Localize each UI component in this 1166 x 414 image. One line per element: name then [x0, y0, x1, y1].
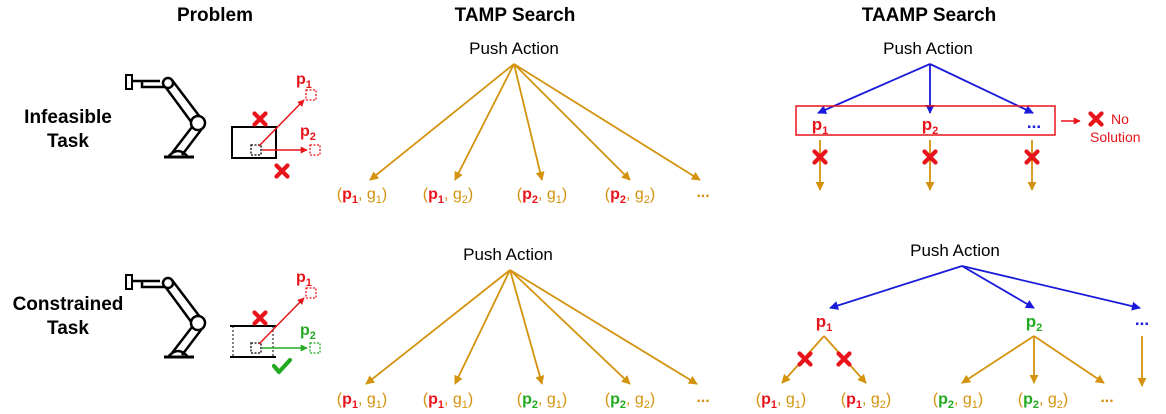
taamp-root-label: Push Action	[910, 241, 1000, 260]
problem-constrained-scene: p1 p2	[230, 269, 321, 375]
taamp-node-p1: p1	[812, 115, 829, 137]
tamp-leaf: (p2, g2)	[605, 186, 655, 206]
infeasible-label-line1: Infeasible	[24, 107, 112, 128]
taamp-root-label: Push Action	[883, 39, 973, 58]
taamp-tree-constrained: Push Action p1 p2 ... (p1, g1) (p1, g2) …	[756, 241, 1149, 411]
no-solution-line1: No	[1111, 111, 1129, 127]
tamp-leaf: (p2, g2)	[605, 391, 655, 411]
tamp-leaf-ellipsis: ...	[696, 389, 709, 406]
problem-p2-label: p2	[300, 322, 316, 342]
constrained-label-line2: Task	[47, 318, 89, 339]
tamp-leaf: (p1, g1)	[337, 186, 387, 206]
robot-arm-icon	[124, 73, 207, 159]
problem-p1-label: p1	[296, 269, 312, 289]
constrained-label-line1: Constrained	[13, 294, 124, 315]
tamp-leaf: (p1, g1)	[337, 391, 387, 411]
taamp-node-p1: p1	[816, 312, 833, 334]
tamp-tree-constrained: Push Action (p1, g1) (p1, g1) (p2, g1) (…	[337, 245, 710, 411]
red-x-icon	[255, 114, 266, 125]
tamp-leaf: (p2, g1)	[517, 186, 567, 206]
red-x-icon	[1091, 114, 1102, 125]
problem-header: Problem	[177, 5, 253, 26]
pose-group-box	[795, 105, 1056, 136]
taamp-leaf: (p2, g2)	[1018, 391, 1068, 411]
taamp-leaf: (p1, g2)	[841, 391, 891, 411]
problem-p2-label: p2	[300, 123, 316, 143]
red-x-icon	[255, 313, 266, 324]
taamp-leaf-ellipsis: ...	[1100, 389, 1113, 406]
green-check-icon	[271, 357, 293, 375]
taamp-leaf: (p2, g1)	[933, 391, 983, 411]
tamp-leaf: (p1, g1)	[423, 391, 473, 411]
infeasible-label-line2: Task	[47, 131, 89, 152]
no-solution-line2: Solution	[1090, 129, 1141, 145]
tamp-leaf-ellipsis: ...	[696, 184, 709, 201]
tamp-header: TAMP Search	[455, 5, 576, 26]
red-x-icon	[839, 354, 850, 365]
tamp-root-label: Push Action	[463, 245, 553, 264]
problem-infeasible-scene: p1 p2	[231, 71, 321, 177]
taamp-tree-infeasible: Push Action p1 p2 ... No Solution	[795, 39, 1141, 191]
taamp-node-p2: p2	[1026, 312, 1043, 334]
tamp-root-label: Push Action	[469, 39, 559, 58]
problem-p1-label: p1	[296, 71, 312, 91]
taamp-leaf: (p1, g1)	[756, 391, 806, 411]
robot-arm-icon	[124, 273, 207, 359]
taamp-node-p2: p2	[922, 115, 939, 137]
taamp-node-ellipsis: ...	[1135, 310, 1149, 329]
tamp-leaf: (p2, g1)	[517, 391, 567, 411]
taamp-header: TAAMP Search	[862, 5, 996, 26]
red-x-icon	[800, 354, 811, 365]
tamp-tree-infeasible: Push Action (p1, g1) (p1, g2) (p2, g1) (…	[337, 39, 710, 206]
tamp-leaf: (p1, g2)	[423, 186, 473, 206]
taamp-node-ellipsis: ...	[1027, 113, 1041, 132]
red-x-icon	[277, 166, 288, 177]
